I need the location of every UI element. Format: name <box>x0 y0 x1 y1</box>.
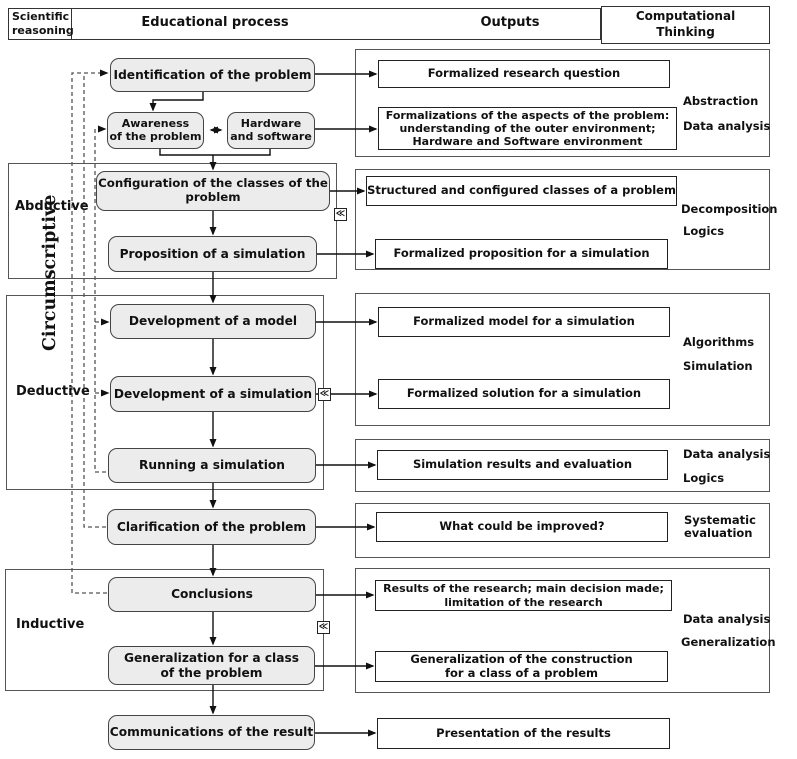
header-box <box>8 8 601 40</box>
outputs-group-2 <box>355 169 770 270</box>
outputs-group-5 <box>355 503 770 558</box>
header-educational-process: Educational process <box>141 15 289 30</box>
step-communications: Communications of the result <box>108 715 315 750</box>
ct-generalization: Generalization <box>681 635 776 649</box>
header-outputs: Outputs <box>480 15 540 30</box>
step-generalization: Generalization for a class of the proble… <box>108 646 315 685</box>
step-proposition: Proposition of a simulation <box>108 236 317 272</box>
step-awareness: Awareness of the problem <box>107 112 204 149</box>
deductive-label: Deductive <box>16 384 90 399</box>
step-development-simulation: Development of a simulation <box>110 376 316 412</box>
ct-data-analysis-2: Data analysis <box>683 447 771 461</box>
output-simulation-results: Simulation results and evaluation <box>377 450 668 480</box>
step-hardware-software: Hardware and software <box>227 112 315 149</box>
step-clarification: Clarification of the problem <box>107 509 316 545</box>
header-scientific-reasoning: Scientific reasoning <box>8 8 74 40</box>
output-improved: What could be improved? <box>376 512 668 542</box>
step-conclusions: Conclusions <box>108 577 316 612</box>
outputs-group-3 <box>355 293 770 426</box>
header-computational-thinking: Computational Thinking <box>601 6 770 44</box>
ct-logics-1: Logics <box>683 224 725 238</box>
output-generalization: Generalization of the construction for a… <box>375 651 668 682</box>
outputs-group-1 <box>355 49 770 157</box>
output-structured-classes: Structured and configured classes of a p… <box>366 176 677 206</box>
outputs-group-6 <box>355 568 770 693</box>
step-identification: Identification of the problem <box>110 58 315 92</box>
step-configuration: Configuration of the classes of the prob… <box>96 171 330 211</box>
feedback-badge-inductive: ≪ <box>317 621 330 634</box>
ct-logics-2: Logics <box>683 471 725 485</box>
output-formalized-solution: Formalized solution for a simulation <box>378 379 670 409</box>
circumscriptive-label: Circumscriptive <box>40 194 60 351</box>
abductive-label: Abductive <box>15 199 89 214</box>
output-presentation: Presentation of the results <box>377 718 670 749</box>
ct-data-analysis-3: Data analysis <box>683 612 771 626</box>
output-formalized-proposition: Formalized proposition for a simulation <box>375 239 668 269</box>
output-formalized-model: Formalized model for a simulation <box>378 307 670 337</box>
step-development-model: Development of a model <box>110 304 316 339</box>
ct-abstraction: Abstraction <box>683 94 759 108</box>
step-running-simulation: Running a simulation <box>108 448 316 483</box>
output-research-question: Formalized research question <box>378 60 670 88</box>
ct-simulation: Simulation <box>683 359 753 373</box>
feedback-badge-abductive: ≪ <box>334 208 347 221</box>
ct-decomposition: Decomposition <box>681 202 778 216</box>
output-formalizations: Formalizations of the aspects of the pro… <box>378 107 677 150</box>
ct-systematic-evaluation: Systematic evaluation <box>684 513 756 541</box>
inductive-label: Inductive <box>16 617 85 632</box>
abductive-group-box <box>8 163 337 279</box>
ct-data-analysis-1: Data analysis <box>683 119 771 133</box>
output-research-results: Results of the research; main decision m… <box>375 580 672 611</box>
feedback-badge-deductive: ≪ <box>318 388 331 401</box>
ct-algorithms: Algorithms <box>683 335 755 349</box>
arrow-identification-to-awareness <box>149 92 204 112</box>
